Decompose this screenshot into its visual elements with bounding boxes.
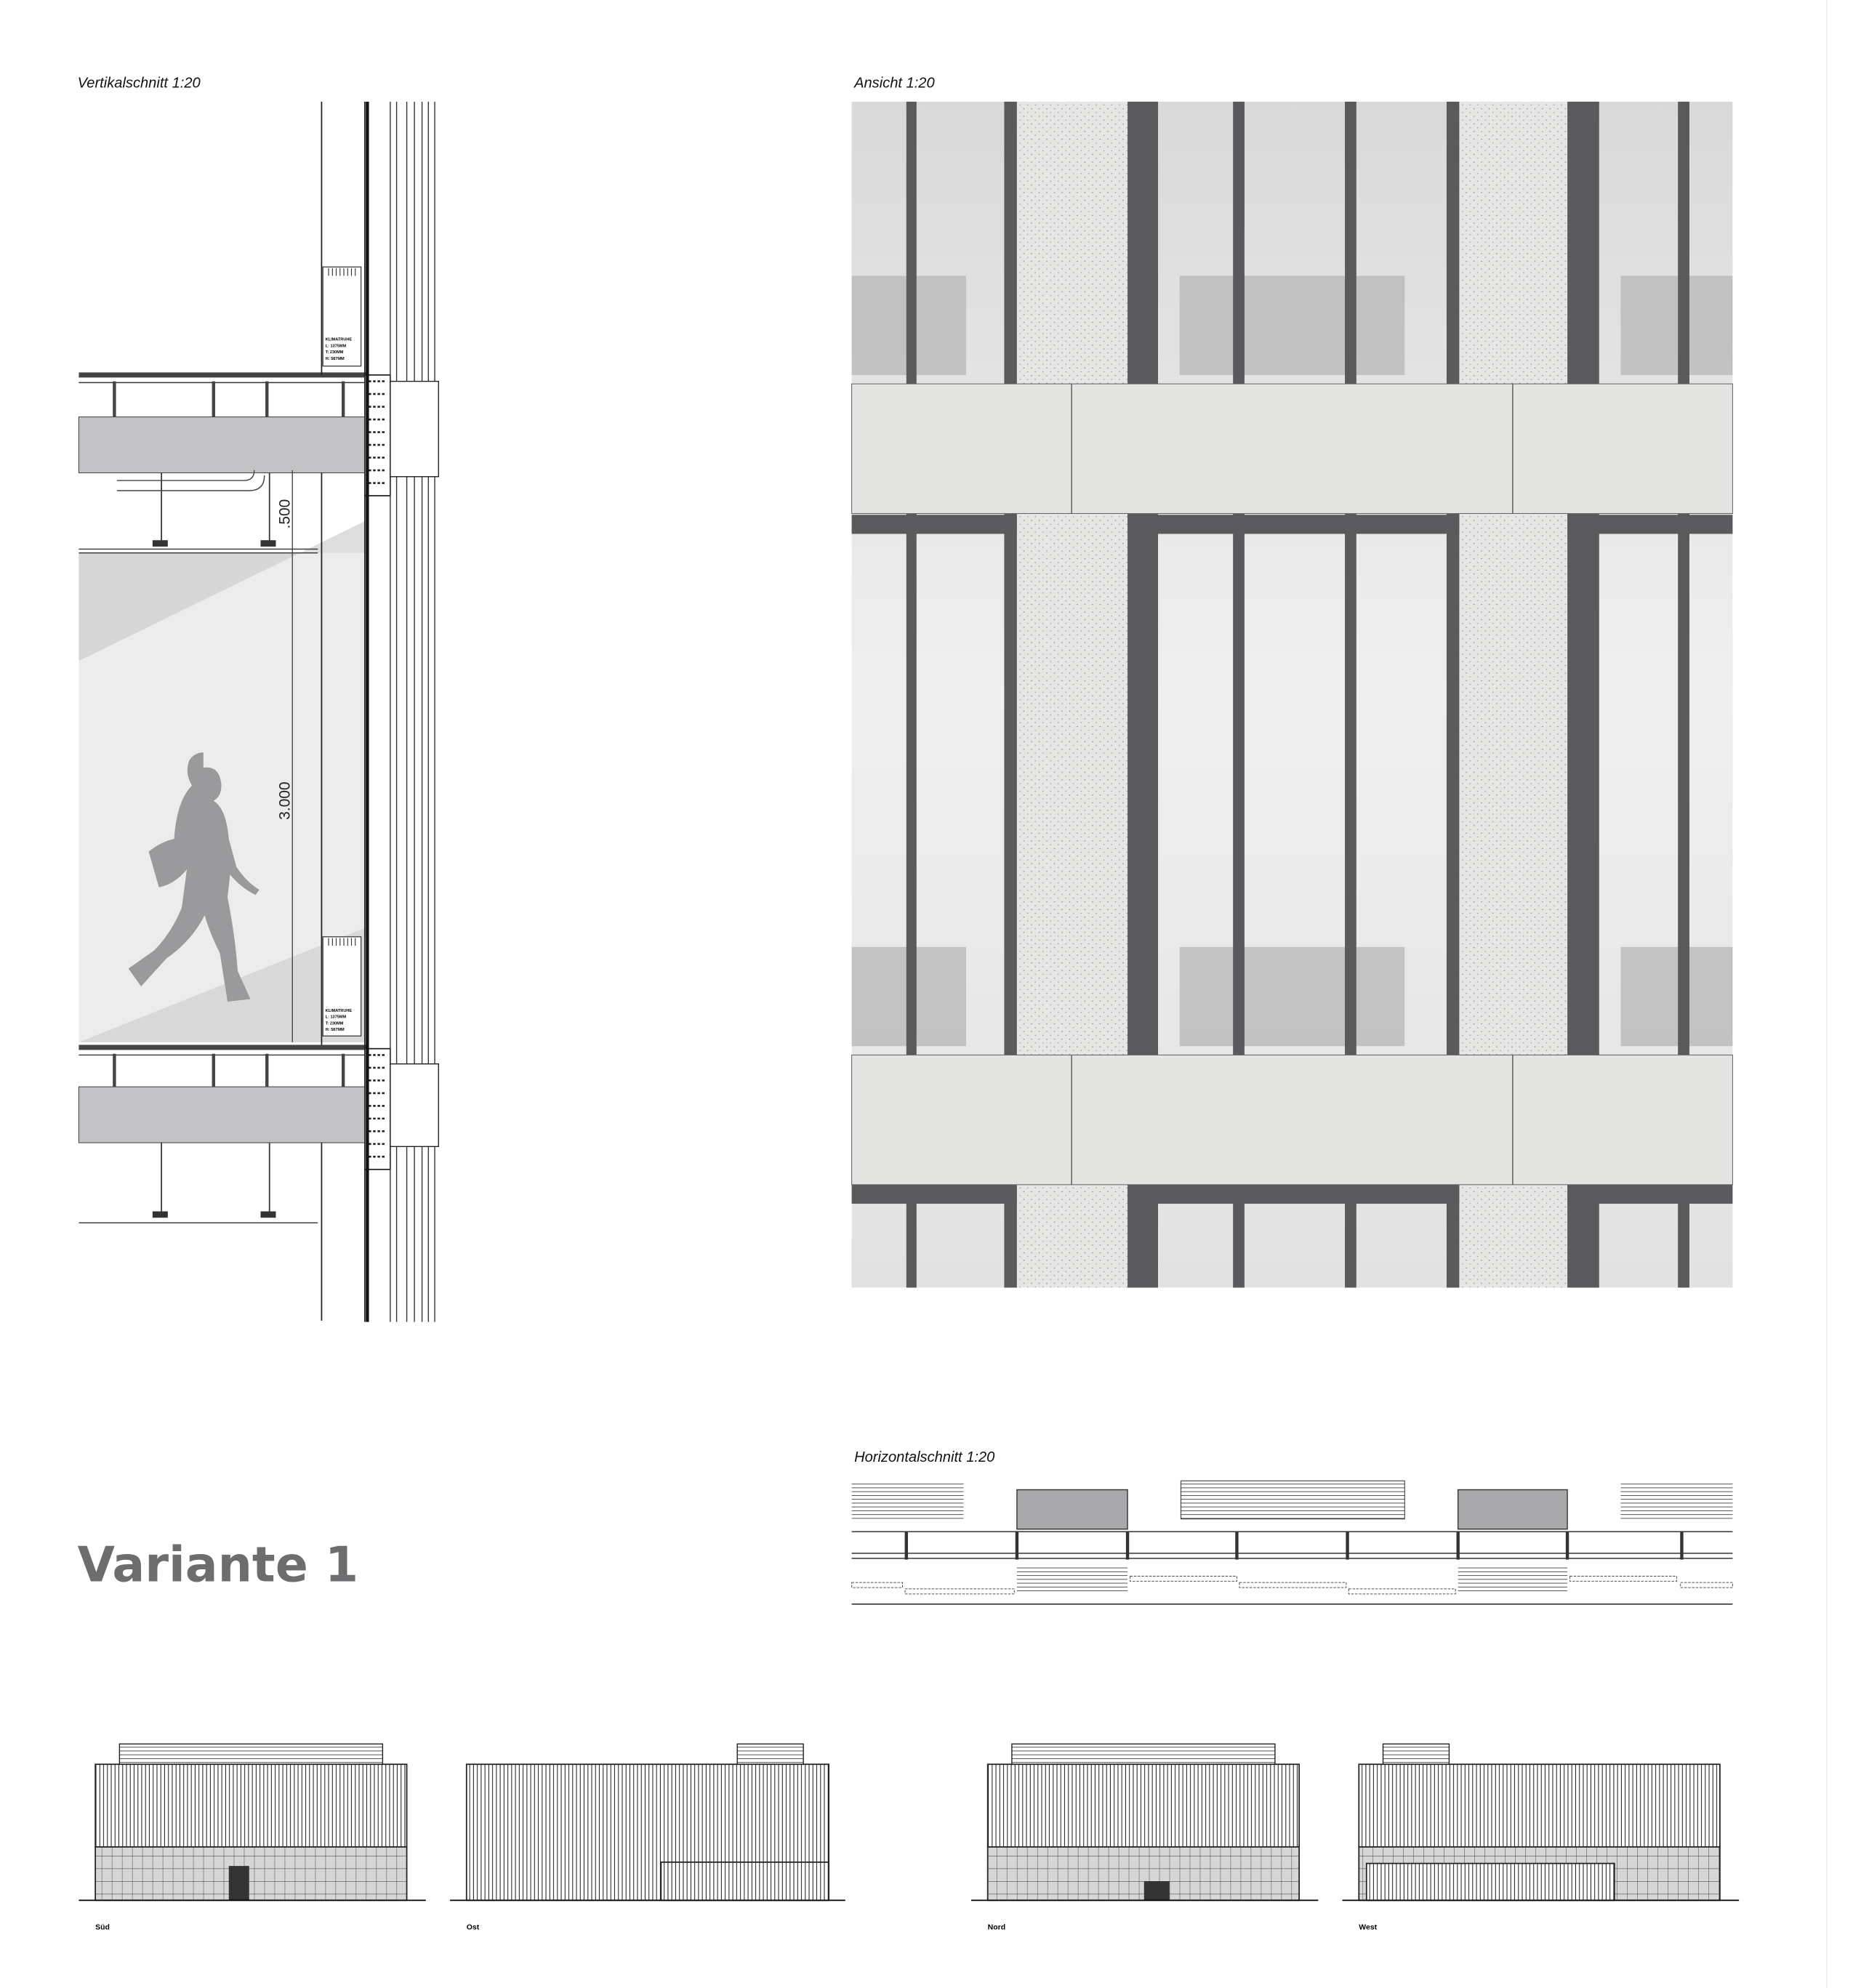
svg-text:H: 587MM: H: 587MM bbox=[326, 1028, 345, 1032]
svg-text:L: 1375MM: L: 1375MM bbox=[326, 344, 347, 348]
elevation-label-west: West bbox=[1359, 1924, 1377, 1932]
svg-text:T: 230MM: T: 230MM bbox=[326, 350, 344, 355]
klima-unit-lower: KLIMATRUHE L: 1375MM T: 230MM H: 587MM bbox=[322, 936, 362, 1037]
dimension-room-height: 3.000 bbox=[277, 781, 294, 819]
vertical-section-drawing: .500 3.000 KLIMATRUHE L: 1375MM T: 230MM… bbox=[78, 101, 439, 1322]
elevation-label-nord: Nord bbox=[988, 1924, 1005, 1932]
elevation-sued: Süd bbox=[79, 1743, 426, 1932]
klima-unit-upper: KLIMATRUHE L: 1375MM T: 230MM H: 587MM bbox=[322, 266, 362, 367]
horizontal-section-drawing bbox=[851, 1480, 1733, 1605]
person-silhouette bbox=[128, 752, 260, 1002]
svg-text:T: 230MM: T: 230MM bbox=[326, 1021, 344, 1026]
elevation-label-sued: Süd bbox=[95, 1924, 110, 1932]
svg-text:KLIMATRUHE: KLIMATRUHE bbox=[326, 1009, 353, 1013]
elevation-view-title: Ansicht 1:20 bbox=[853, 76, 935, 92]
dimension-upper: .500 bbox=[277, 499, 294, 529]
facade-elevation-drawing bbox=[851, 101, 1733, 1288]
elevation-west: West bbox=[1342, 1743, 1740, 1932]
variant-title: Variante 1 bbox=[78, 1536, 358, 1593]
svg-text:L: 1375MM: L: 1375MM bbox=[326, 1015, 347, 1020]
elevation-nord: Nord bbox=[970, 1743, 1319, 1932]
vertical-section-title: Vertikalschnitt 1:20 bbox=[78, 76, 201, 92]
svg-text:KLIMATRUHE: KLIMATRUHE bbox=[326, 338, 353, 342]
svg-text:H: 587MM: H: 587MM bbox=[326, 357, 345, 361]
horizontal-section-title: Horizontalschnitt 1:20 bbox=[854, 1449, 995, 1465]
elevation-ost: Ost bbox=[450, 1743, 845, 1932]
elevation-label-ost: Ost bbox=[467, 1924, 480, 1932]
